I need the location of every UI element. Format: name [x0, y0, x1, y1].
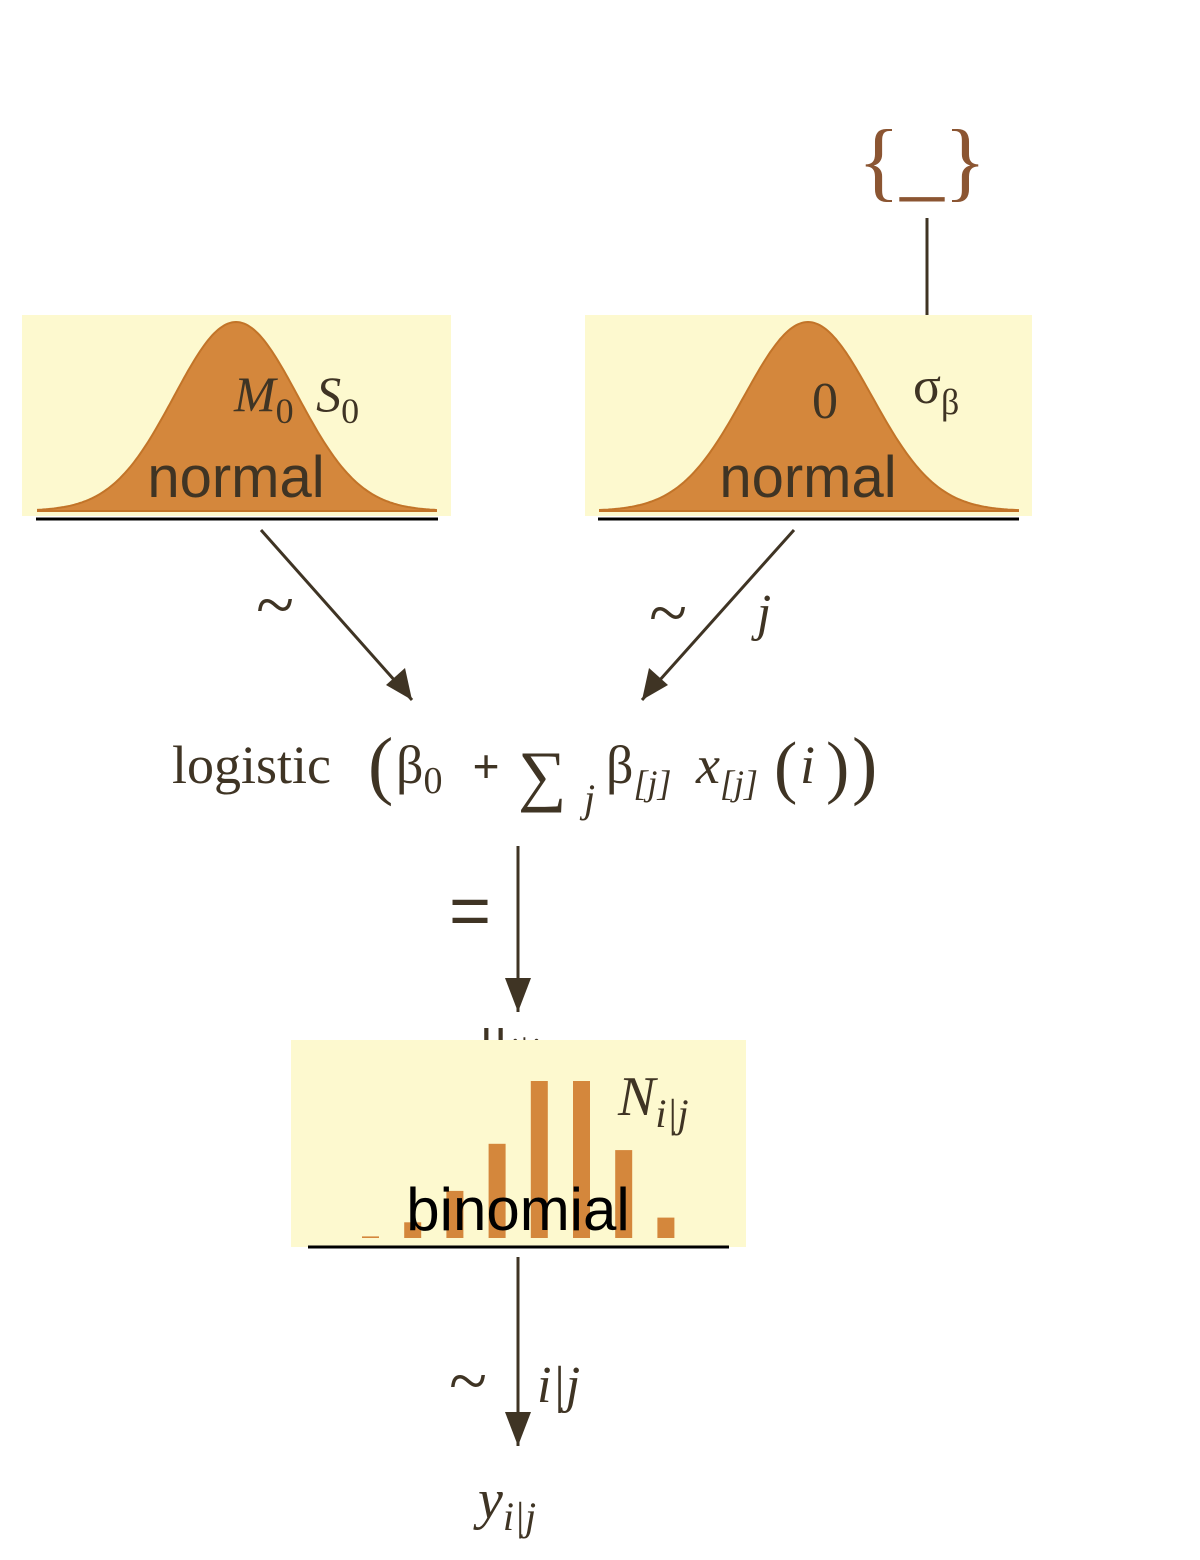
likelihood-param: Ni|j: [617, 1066, 689, 1136]
sum-symbol: ∑: [518, 737, 566, 813]
normal-curve-right-icon: [599, 320, 1019, 512]
betaj-sub: [j]: [633, 763, 671, 803]
param-s: S: [316, 366, 341, 422]
index-j-right: j: [751, 585, 771, 642]
sigma-sub: β: [941, 382, 959, 422]
y-symbol: y: [473, 1469, 503, 1531]
binomial-bar: [657, 1217, 675, 1238]
y-sub: i|j: [503, 1494, 536, 1539]
likelihood-panel: Ni|j binomial: [291, 1040, 746, 1249]
svg-text:β0: β0: [396, 735, 442, 802]
equation-close-paren-2: ): [826, 729, 849, 806]
x-sub: [j]: [720, 763, 758, 803]
tilde-left: ~: [256, 567, 294, 644]
binomial-bar: [615, 1150, 633, 1238]
param-n-sub: i|j: [655, 1091, 688, 1136]
binomial-bar: [530, 1081, 548, 1238]
betaj-symbol: β: [606, 735, 633, 795]
top-brace-node: {_}: [858, 113, 986, 210]
sum-sub-j: j: [579, 776, 595, 821]
equation-func: logistic: [172, 735, 331, 795]
binomial-bar: [573, 1081, 590, 1238]
prior-right-sigma: σβ: [913, 358, 959, 422]
equation-open-paren: (: [368, 723, 393, 807]
prior-left-params: M0 S0: [233, 366, 359, 434]
index-ij-bottom: i|j: [537, 1357, 580, 1414]
tilde-bottom: ~: [449, 1343, 487, 1420]
svg-text:logistic: logistic: [172, 735, 331, 795]
arrow-equation-to-mu: =: [449, 846, 531, 1012]
prior-left-panel: M0 S0 normal: [22, 315, 451, 521]
beta0-sub: 0: [423, 760, 442, 802]
arrow-right-prior-to-equation: ~ j: [640, 529, 796, 701]
param-n: N: [617, 1066, 658, 1128]
beta0-symbol: β: [396, 735, 423, 795]
arrow-left-prior-to-equation: ~: [256, 529, 414, 701]
data-node-y: yi|j: [473, 1469, 536, 1539]
svg-text:x[j]: x[j]: [695, 735, 758, 803]
svg-text:β[j]: β[j]: [606, 735, 672, 803]
normal-curve-left-icon: [37, 320, 437, 512]
equation-arg-i: i: [800, 735, 815, 795]
prior-right-mean: 0: [812, 373, 838, 430]
tilde-right: ~: [649, 575, 687, 652]
binomial-bar: [446, 1190, 464, 1238]
binomial-bar: [362, 1236, 379, 1238]
equation-close-paren: ): [852, 723, 877, 807]
param-m: M: [233, 366, 278, 422]
binomial-bars: [362, 1081, 675, 1238]
binomial-bar: [488, 1143, 506, 1238]
x-symbol: x: [695, 735, 720, 795]
binomial-bar: [404, 1222, 422, 1238]
logistic-equation: logistic ( β0 + ∑ j β[j] x[j] ( i ) ): [172, 723, 877, 821]
equation-open-paren-2: (: [774, 729, 797, 806]
plus-sign: +: [473, 740, 500, 792]
arrow-likelihood-to-data: ~ i|j: [449, 1257, 580, 1446]
param-m-sub: 0: [276, 391, 294, 431]
sigma-symbol: σ: [913, 358, 941, 415]
prior-left-dist-label: normal: [147, 445, 324, 510]
prior-right-dist-label: normal: [719, 445, 896, 510]
likelihood-dist-label: binomial: [406, 1176, 629, 1243]
equals-sign: =: [449, 871, 491, 951]
likelihood-background: [291, 1040, 746, 1247]
prior-right-panel: 0 σβ normal: [585, 315, 1032, 521]
param-s-sub: 0: [341, 391, 359, 431]
